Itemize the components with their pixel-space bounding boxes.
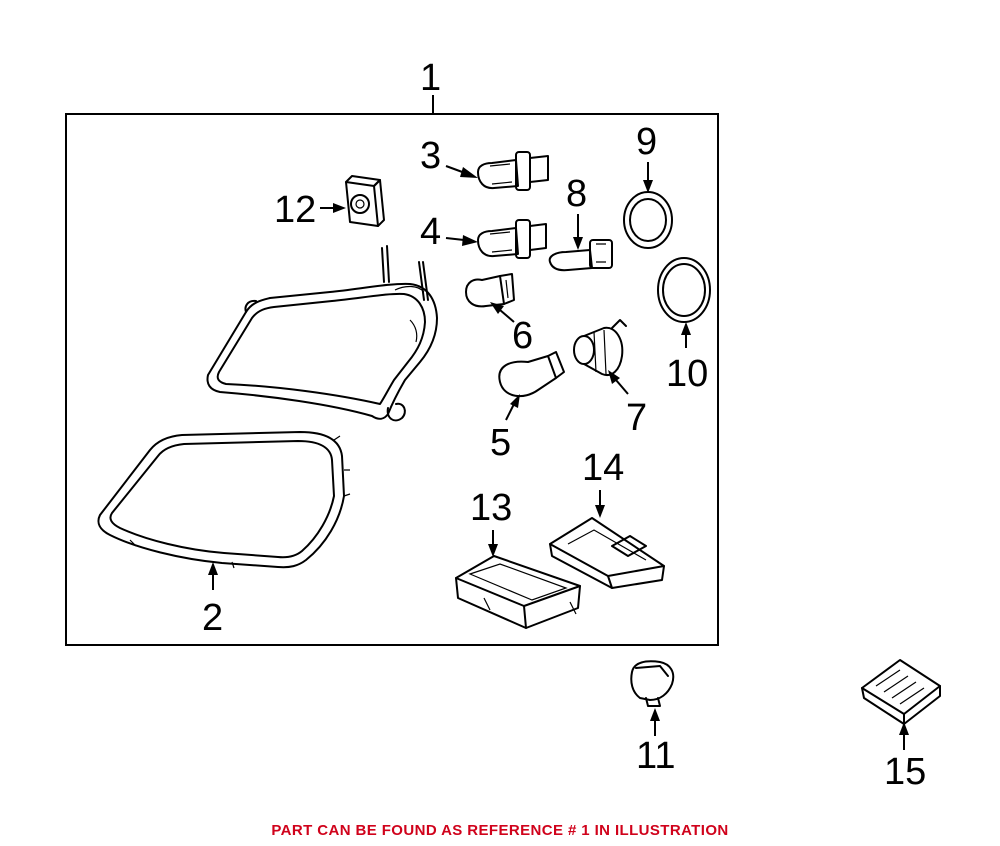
callout-2: 2 [202,597,223,639]
callout-4: 4 [420,211,441,253]
bulb-5 [498,351,565,398]
socket-7 [573,319,627,376]
callout-1: 1 [420,57,441,99]
callout-7: 7 [626,397,647,439]
connector-15 [861,659,941,725]
control-module-13 [455,555,581,629]
leader-6 [499,309,515,323]
callout-12: 12 [274,189,316,231]
callout-13: 13 [470,487,512,529]
callout-10: 10 [666,353,708,395]
callout-15: 15 [884,751,926,793]
clip-11 [630,660,675,707]
callout-8: 8 [566,173,587,215]
leader-4 [445,237,465,241]
callout-11: 11 [636,735,675,777]
bulb-4 [477,219,547,259]
seal-ring-10 [657,257,711,323]
reference-note: PART CAN BE FOUND AS REFERENCE # 1 IN IL… [271,822,729,839]
bulb-6 [465,273,515,308]
callout-5: 5 [490,422,511,464]
callout-6: 6 [512,315,533,357]
leveling-motor-12 [345,175,385,227]
callout-3: 3 [420,135,441,177]
ballast-14 [549,517,665,589]
leader-5 [505,403,515,421]
seal-ring-9 [623,191,673,249]
assembly-frame [65,113,719,646]
callout-14: 14 [582,447,624,489]
bulb-8 [548,239,613,272]
bulb-3 [477,151,549,191]
headlamp-lens [97,431,351,569]
headlamp-housing [206,245,438,422]
leader-7 [615,379,629,395]
callout-9: 9 [636,121,657,163]
